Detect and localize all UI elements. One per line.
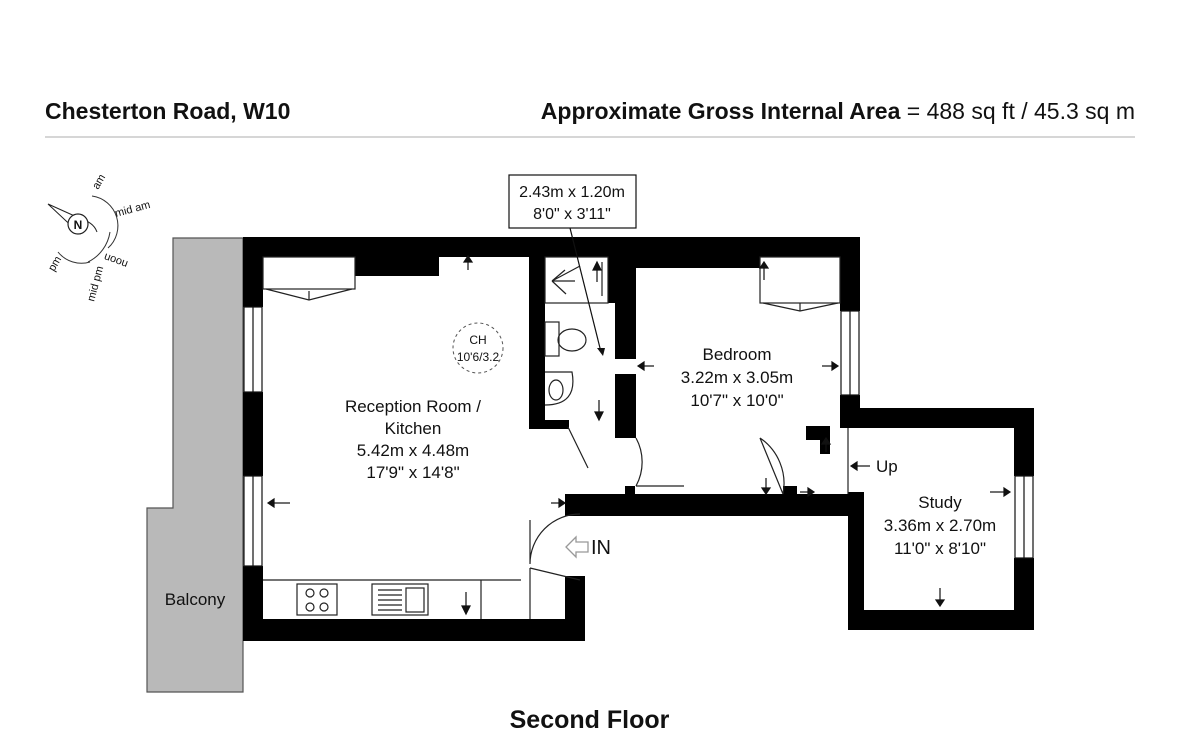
bedroom-name: Bedroom xyxy=(703,345,772,364)
stairs-label: Up xyxy=(876,457,898,476)
compass-mid-am-label: mid am xyxy=(114,199,152,220)
windows xyxy=(243,306,1034,567)
ceiling-height-marker xyxy=(452,322,504,374)
bathroom-imperial: 8'0" x 3'11" xyxy=(533,206,611,223)
walls xyxy=(243,237,1034,641)
bathroom-fixtures xyxy=(544,256,609,406)
bathroom-callout-leader xyxy=(569,227,602,353)
arrow-markers xyxy=(266,254,1012,616)
study-imperial: 11'0" x 8'10" xyxy=(894,539,986,558)
bathroom-callout-box xyxy=(508,174,637,229)
area-label: Approximate Gross Internal Area xyxy=(540,98,901,124)
study-metric: 3.36m x 2.70m xyxy=(884,516,996,535)
entrance-arrow-icon xyxy=(565,535,589,559)
balcony-label: Balcony xyxy=(165,590,226,609)
reception-name-line2: Kitchen xyxy=(385,419,442,438)
compass-am-label: am xyxy=(90,172,108,191)
doors xyxy=(529,426,785,619)
kitchen-counter xyxy=(263,579,521,619)
entrance-label: IN xyxy=(591,537,611,559)
bedroom-metric: 3.22m x 3.05m xyxy=(681,368,793,387)
ceiling-height-value: 10'6/3.2 xyxy=(457,350,500,364)
area-value: = 488 sq ft / 45.3 sq m xyxy=(906,98,1135,124)
gross-internal-area: Approximate Gross Internal Area = 488 sq… xyxy=(541,98,1135,125)
study-name: Study xyxy=(918,493,962,512)
header-divider xyxy=(45,136,1135,138)
wardrobes xyxy=(262,256,841,312)
compass-pm-label: pm xyxy=(46,254,64,273)
property-address: Chesterton Road, W10 xyxy=(45,98,291,124)
compass-mid-pm-label: mid pm xyxy=(85,265,106,303)
floor-name: Second Floor xyxy=(509,706,670,734)
compass-noon-label: noon xyxy=(102,250,129,270)
balcony-area xyxy=(146,237,244,693)
reception-name-line1: Reception Room / xyxy=(345,397,481,416)
bathroom-callout-leader-arrow xyxy=(597,348,605,356)
bedroom-imperial: 10'7" x 10'0" xyxy=(690,391,783,410)
bathroom-metric: 2.43m x 1.20m xyxy=(519,184,625,201)
reception-imperial: 17'9" x 14'8" xyxy=(366,463,459,482)
reception-metric: 5.42m x 4.48m xyxy=(357,441,469,460)
ceiling-height-label: CH xyxy=(469,333,486,347)
compass-icon: N am mid am noon mid pm pm xyxy=(46,172,151,303)
compass-north-label: N xyxy=(74,218,83,232)
